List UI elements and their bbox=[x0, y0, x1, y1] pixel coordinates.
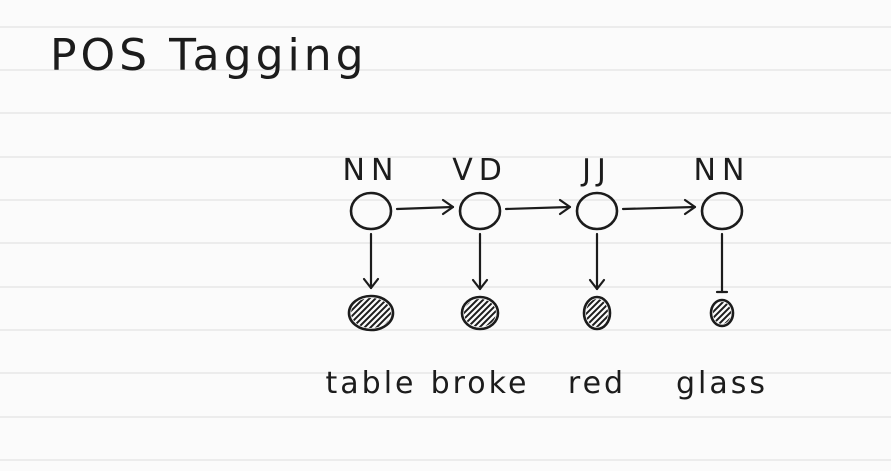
transition-arrow bbox=[504, 198, 572, 216]
emission-arrow bbox=[471, 232, 489, 291]
observed-node bbox=[460, 295, 500, 331]
observed-nodes bbox=[347, 294, 735, 332]
transition-arrow bbox=[621, 198, 697, 216]
hidden-state-nodes bbox=[349, 191, 744, 231]
ruled-lines bbox=[0, 26, 891, 461]
emission-arrow bbox=[588, 232, 606, 291]
word-label: glass bbox=[676, 366, 768, 401]
emission-arrow bbox=[715, 232, 729, 294]
word-label: red bbox=[568, 366, 626, 401]
hidden-state-node bbox=[349, 191, 393, 231]
word-label: broke bbox=[431, 366, 530, 401]
transition-arrow bbox=[395, 198, 455, 216]
observed-node bbox=[709, 298, 735, 328]
tag-label: NN bbox=[694, 153, 751, 188]
word-labels: table broke red glass bbox=[326, 366, 768, 401]
hidden-state-node bbox=[575, 191, 619, 231]
hidden-state-node bbox=[458, 191, 502, 231]
emission-arrows bbox=[362, 232, 729, 294]
transition-arrows bbox=[395, 198, 697, 216]
tag-label: JJ bbox=[580, 153, 612, 188]
tag-label: VD bbox=[452, 153, 508, 188]
hidden-state-node bbox=[700, 191, 744, 231]
word-label: table bbox=[326, 366, 417, 401]
observed-node bbox=[347, 294, 395, 332]
emission-arrow bbox=[362, 232, 380, 290]
observed-node bbox=[582, 295, 612, 331]
page-title: POS Tagging bbox=[50, 30, 368, 81]
tag-label: NN bbox=[343, 153, 400, 188]
tag-labels: NN VD JJ NN bbox=[343, 153, 751, 188]
